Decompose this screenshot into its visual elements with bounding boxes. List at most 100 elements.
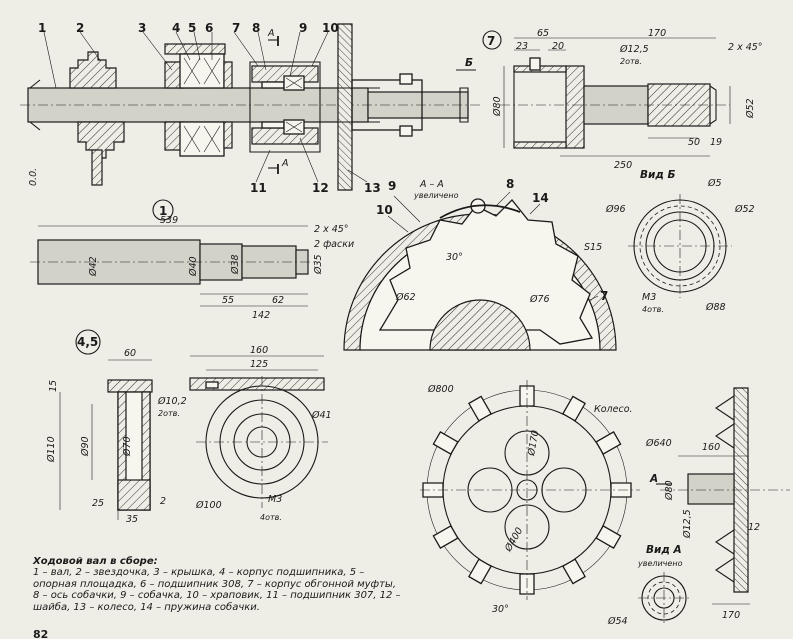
dim: Ø640 [645,438,672,449]
callout: 1 [159,204,167,218]
section-mark: А [267,28,275,39]
dim: 2 фаски [314,239,354,250]
part-label: 11 [250,181,267,195]
wheel-tooth [595,431,622,455]
caption-text: 1 – вал, 2 – звездочка, 3 – крышка, 4 – … [33,567,401,613]
dim: М3 [642,292,656,303]
section-aa-drawing: А – А увеличено 9 8 14 10 7 30° S15 Ø62 … [343,177,617,351]
page-number: 82 [33,628,49,639]
part-label: 1 [38,21,46,35]
assembly-view [20,23,480,191]
dim: Ø76 [529,294,550,305]
dim: Ø54 [607,616,628,627]
dim: 25 [92,498,104,509]
dim: Ø62 [395,292,416,303]
dim: 20 [552,41,564,52]
caption: Ходовой вал в сборе: 1 – вал, 2 – звездо… [33,556,403,613]
dim: Ø41 [311,410,332,421]
wheel-tooth [519,385,535,407]
part-45-drawing: 4,5 60 15 Ø110 Ø90 Ø70 25 35 2 Ø10,2 2от… [46,329,187,525]
wheel-tooth [562,558,586,585]
dim: 2 [160,496,166,507]
dim: 250 [614,160,632,171]
section-title: А – А [419,179,444,190]
view-subtitle: увеличено [637,559,683,568]
part-label: 3 [138,21,146,35]
view-a-drawing: Вид А увеличено Ø54 [607,544,690,627]
wheel-tooth [562,395,586,422]
dim: Ø52 [734,204,755,215]
dim: Ø80 [664,480,675,501]
dim: 2 x 45° [728,42,763,53]
section-label: 9 [388,179,396,193]
wheel-tooth [468,395,492,422]
dim: Ø38 [230,254,241,275]
section-subtitle: увеличено [413,191,459,200]
dim: Ø110 [46,436,57,463]
shaft-1-drawing: 1 539 2 x 45° 2 фаски Ø42 Ø40 Ø38 Ø35 55… [30,199,354,321]
callout: 4,5 [77,335,98,349]
dim: 15 [48,380,59,392]
axis-label: 0.0. [28,168,39,186]
dim: 19 [710,137,722,148]
wheel-side-drawing: 160 А Ø80 Ø12,5 12 170 [649,387,790,621]
dim: 539 [160,215,178,226]
part-7-drawing: 7 65 23 20 170 2 x 45° Ø12,5 2отв. Ø80 Ø… [482,28,763,171]
part-label: 4 [172,21,180,35]
dim: Ø40 [188,256,199,277]
dim: Ø400 [503,526,526,555]
section-label: 8 [506,177,514,191]
dim: 50 [688,137,700,148]
dim: Ø800 [427,384,454,395]
view-title: Вид А [646,544,682,556]
dim: 12 [748,522,760,533]
part-label: 13 [364,181,381,195]
part-label: 2 [76,21,84,35]
dim: Ø96 [605,204,626,215]
dim: Ø35 [313,254,324,275]
wheel-title: Колесо. [594,404,633,415]
section-label: 7 [600,289,608,303]
section-mark: А [281,158,289,169]
dim: Ø52 [745,98,756,119]
dim: 142 [252,310,270,321]
dim: Ø70 [122,436,133,457]
dim: 62 [272,295,284,306]
dim: 4отв. [260,513,282,522]
dim: Ø170 [526,429,541,457]
part-label: 10 [322,21,339,35]
view-title: Вид Б [640,169,676,181]
dim: 2отв. [158,409,180,418]
caption-title: Ходовой вал в сборе: [33,556,158,567]
section-label: 14 [532,191,549,205]
dim: 23 [516,41,528,52]
dim: 160 [250,345,268,356]
dim: Ø100 [195,500,222,511]
dim: 2 x 45° [314,224,349,235]
dim: 160 [702,442,720,453]
wheel-tooth [432,431,459,455]
dim: 65 [537,28,549,39]
dim: S15 [584,242,602,253]
wheel-drawing: Колесо. Ø800 Ø170 Ø640 Ø400 30° [420,380,672,615]
dim: 30° [446,252,463,263]
part-label: 9 [299,21,307,35]
part-label: 5 [188,21,196,35]
part-label: 8 [252,21,260,35]
view-b-drawing: Вид Б Ø5 Ø96 Ø52 М3 4отв. Ø88 [605,169,755,314]
part-label: 12 [312,181,329,195]
dim: 55 [222,295,234,306]
dim: Ø88 [705,302,726,313]
callout: 7 [487,34,495,48]
dim: 125 [250,359,268,370]
assembly-labels: 1 2 3 4 5 6 7 8 9 10 11 12 13 А А Б 0.0. [28,21,473,195]
wheel-tooth [432,525,459,549]
part-label: 7 [232,21,240,35]
dim: 4отв. [642,305,664,314]
dim: Ø90 [80,436,91,457]
dim: Ø80 [492,96,503,117]
wheel-tooth [595,525,622,549]
dim: Ø12,5 [619,44,649,55]
